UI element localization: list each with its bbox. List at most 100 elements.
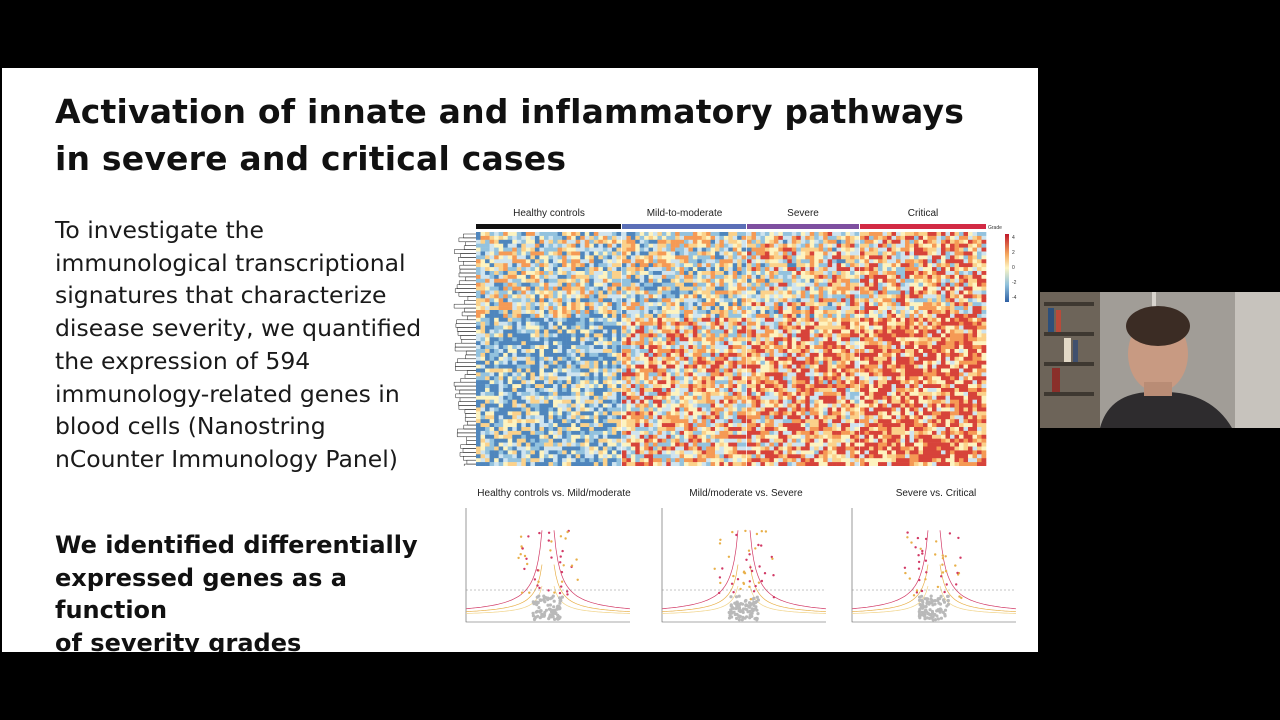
heatmap-cell	[571, 251, 576, 256]
heatmap-cell	[616, 376, 622, 381]
heatmap-cell	[648, 372, 654, 377]
heatmap-cell	[827, 423, 833, 428]
heatmap-cell	[661, 384, 667, 389]
heatmap-cell	[476, 352, 481, 358]
heatmap-cell	[589, 345, 595, 350]
heatmap-cell	[684, 411, 689, 416]
heatmap-cell	[635, 255, 641, 260]
heatmap-cell	[737, 427, 742, 432]
heatmap-cell	[841, 251, 846, 256]
heatmap-cell	[805, 298, 811, 303]
heatmap-cell	[598, 434, 604, 439]
heatmap-cell	[814, 391, 819, 397]
heatmap-cell	[823, 411, 828, 416]
heatmap-cell	[782, 271, 788, 276]
body-line: immunology-related genes in	[55, 379, 400, 408]
heatmap-cell	[814, 321, 819, 326]
heatmap-cell	[485, 407, 490, 412]
heatmap-cell	[675, 434, 680, 439]
heatmap-cell	[845, 333, 851, 338]
heatmap-cell	[611, 333, 617, 338]
heatmap-cell	[679, 458, 685, 463]
heatmap-cell	[715, 278, 720, 283]
heatmap-cell	[512, 391, 518, 397]
heatmap-cell	[809, 364, 815, 369]
heatmap-cell	[706, 391, 711, 397]
heatmap-cell	[521, 352, 527, 358]
heatmap-cell	[732, 310, 738, 315]
heatmap-cell	[635, 333, 641, 338]
heatmap-cell	[530, 391, 536, 397]
heatmap-cell	[489, 415, 495, 420]
heatmap-cell	[489, 403, 495, 408]
heatmap-cell	[675, 352, 680, 358]
heatmap-cell	[575, 438, 581, 443]
heatmap-cell	[845, 349, 851, 354]
heatmap-cell	[706, 462, 711, 466]
heatmap-cell	[850, 302, 855, 307]
heatmap-cell	[755, 271, 761, 276]
heatmap-cell	[494, 380, 499, 385]
heatmap-cell	[644, 458, 649, 463]
heatmap-cell	[751, 263, 757, 268]
heatmap-cell	[516, 380, 522, 385]
heatmap-cell	[723, 278, 729, 283]
heatmap-cell	[584, 267, 590, 272]
heatmap-cell	[489, 317, 495, 322]
heatmap-cell	[747, 419, 752, 424]
heatmap-cell	[489, 349, 495, 354]
heatmap-cell	[697, 235, 703, 241]
heatmap-cell	[751, 267, 757, 272]
heatmap-cell	[809, 243, 815, 248]
heatmap-cell	[635, 235, 641, 241]
heatmap-cell	[723, 271, 729, 276]
heatmap-cell	[657, 232, 663, 237]
heatmap-cell	[503, 411, 509, 416]
heatmap-cell	[589, 388, 595, 393]
heatmap-cell	[723, 317, 729, 322]
heatmap-cell	[548, 345, 554, 350]
heatmap-cell	[697, 376, 703, 381]
heatmap-cell	[589, 255, 595, 260]
heatmap-cell	[648, 235, 654, 241]
heatmap-cell	[692, 454, 698, 459]
heatmap-cell	[548, 446, 554, 451]
heatmap-cell	[666, 454, 672, 459]
heatmap-cell	[692, 407, 698, 412]
heatmap-cell	[589, 278, 595, 283]
heatmap-cell	[498, 271, 504, 276]
heatmap-cell	[539, 341, 545, 346]
heatmap-cell	[593, 388, 599, 393]
heatmap-cell	[773, 255, 779, 260]
heatmap-cell	[661, 306, 667, 311]
heatmap-cell	[728, 306, 734, 311]
heatmap-cell	[710, 419, 716, 424]
heatmap-cell	[534, 306, 540, 311]
heatmap-cell	[827, 380, 833, 385]
heatmap-cell	[503, 454, 509, 459]
heatmap-cell	[512, 372, 518, 377]
heatmap-cell	[723, 282, 729, 287]
heatmap-cell	[827, 415, 833, 420]
heatmap-cell	[480, 313, 486, 319]
heatmap-cell	[498, 415, 504, 420]
heatmap-cell	[571, 368, 576, 373]
heatmap-cell	[521, 239, 527, 244]
heatmap-cell	[764, 442, 770, 447]
heatmap-cell	[534, 442, 540, 447]
heatmap-cell	[666, 356, 672, 361]
heatmap-cell	[796, 395, 802, 400]
heatmap-cell	[644, 415, 649, 420]
heatmap-cell	[747, 321, 752, 326]
heatmap-cell	[764, 380, 770, 385]
heatmap-cell	[480, 462, 486, 466]
heatmap-cell	[530, 403, 536, 408]
heatmap-cell	[630, 243, 636, 248]
heatmap-cell	[764, 407, 770, 412]
heatmap-cell	[728, 282, 734, 287]
heatmap-cell	[818, 263, 824, 268]
heatmap-cell	[741, 298, 747, 303]
heatmap-cell	[566, 286, 572, 291]
heatmap-cell	[688, 391, 694, 397]
heatmap-cell	[480, 251, 486, 256]
